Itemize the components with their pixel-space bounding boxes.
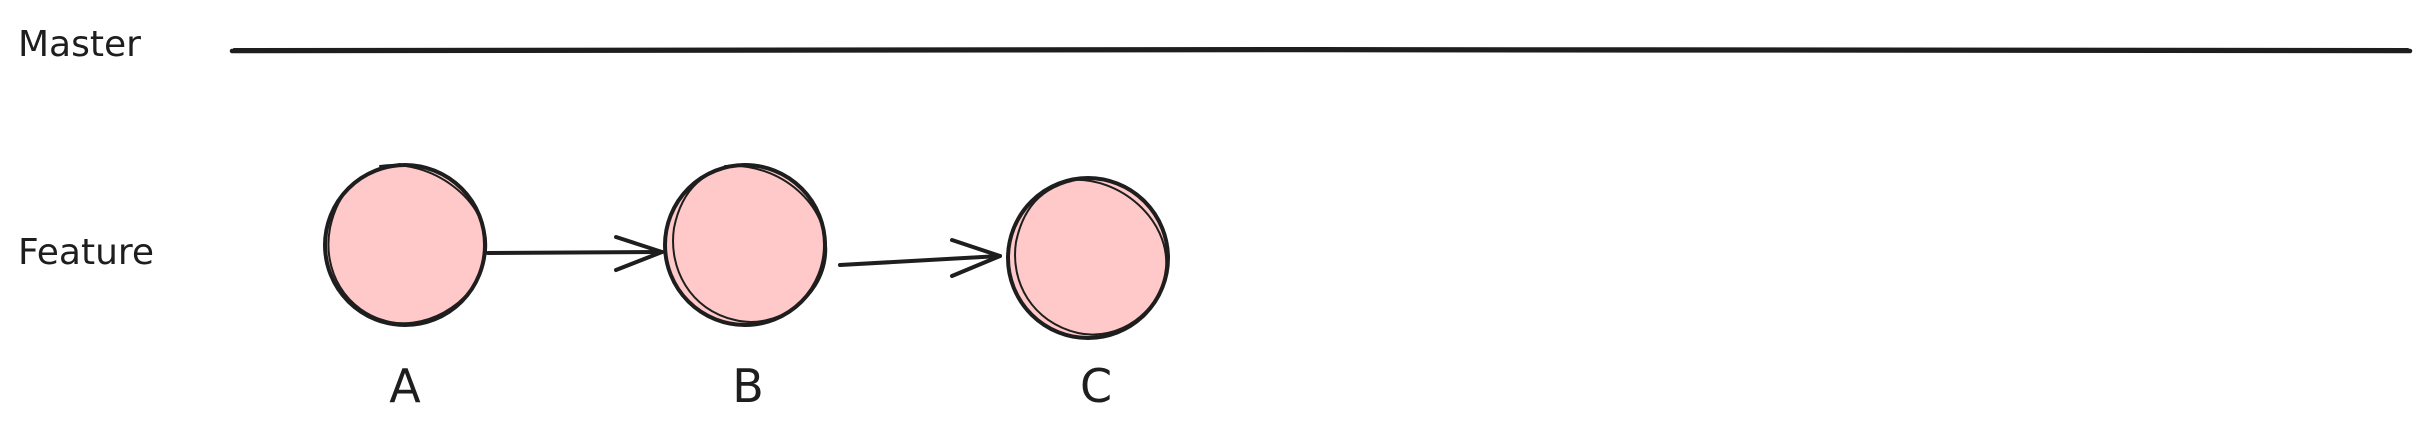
arrow-b-to-c-head [950,238,1002,278]
master-branch-label: Master [18,24,141,65]
master-branch-line [229,47,2413,54]
commit-node-b: B [663,163,828,413]
master-branch-line-sketch [233,47,2409,50]
arrow-a-to-b-head [614,235,664,272]
commit-label-a: A [389,359,421,413]
arrow-b-to-c [838,238,1002,278]
commit-label-c: C [1080,359,1112,413]
commit-circle-a-sketch [327,163,488,325]
commit-label-b: B [732,359,764,413]
feature-branch-label: Feature [18,232,154,273]
commit-circle-c-sketch [1014,177,1168,336]
commit-node-a: A [323,163,488,413]
feature-branch: Feature A B C [18,163,1170,413]
arrow-a-to-b [486,235,664,272]
arrow-a-to-b-shaft [486,250,664,255]
commit-circle-b-sketch [672,163,828,323]
commit-circle-b [663,163,827,327]
master-branch: Master [18,24,2413,65]
commit-node-c: C [1006,176,1170,413]
arrow-b-to-c-shaft [838,254,1002,267]
